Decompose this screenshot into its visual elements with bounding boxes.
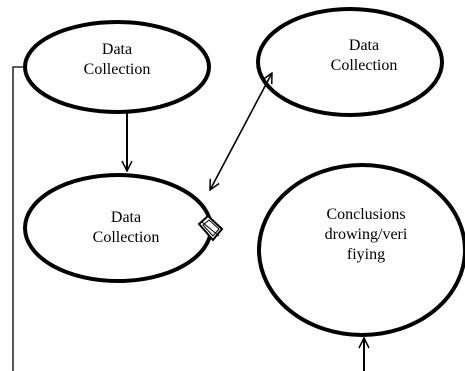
node-top-right-label: Data Collection: [330, 37, 398, 74]
node-top-left-ellipse: [23, 20, 211, 114]
node-middle-left-label: Data Collection: [92, 209, 160, 246]
node-right-label: Conclusions drowing/veri fiying: [324, 206, 408, 263]
left-connector-line: [12, 66, 26, 371]
node-right-ellipse: [257, 163, 465, 337]
node-top-left-label: Data Collection: [83, 41, 151, 78]
node-top-right-ellipse: [256, 7, 444, 117]
double-arrow-middle-left-top-right: [210, 73, 272, 190]
diamond-icon: [197, 214, 224, 242]
